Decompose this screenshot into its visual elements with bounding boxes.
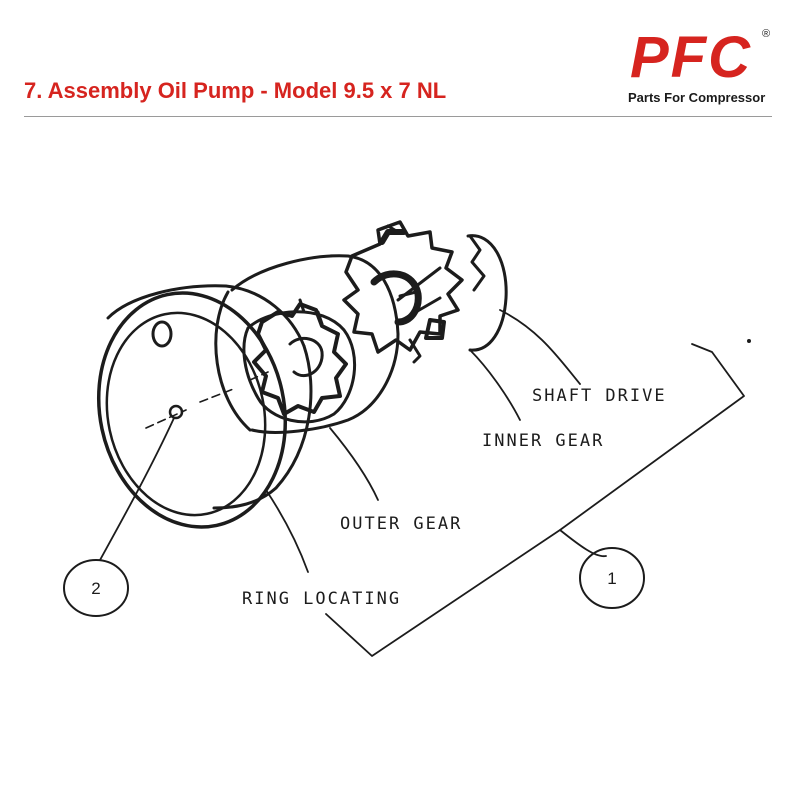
registered-mark: ® [762, 28, 771, 40]
axis-centerline [145, 371, 269, 429]
label-inner-gear: INNER GEAR [482, 431, 604, 451]
callout-number-1: 1 [607, 569, 616, 588]
callout-circle-2 [63, 559, 129, 617]
leader-inner-gear [469, 349, 521, 421]
callout-circle-1 [579, 547, 645, 609]
shaft-drive-part [396, 234, 508, 352]
leader-callout-2 [99, 417, 175, 561]
label-ring-locating: RING LOCATING [242, 589, 401, 609]
page-title: 7. Assembly Oil Pump - Model 9.5 x 7 NL [24, 78, 447, 103]
leader-callout-1 [559, 529, 607, 558]
label-shaft-drive: SHAFT DRIVE [532, 386, 667, 406]
logo-letters: PFC [630, 25, 752, 90]
stray-dot [747, 339, 751, 343]
pfc-logo: PFC ® Parts For Compressor [620, 26, 780, 110]
leader-ring-locating [265, 489, 309, 573]
leader-outer-gear [329, 427, 379, 501]
label-outer-gear: OUTER GEAR [340, 514, 462, 534]
logo-tagline: Parts For Compressor [628, 90, 766, 105]
bracket-callout-1 [325, 343, 745, 657]
ring-locating-part [96, 284, 313, 529]
inner-gear-part [342, 220, 464, 364]
callout-number-2: 2 [91, 579, 100, 598]
leader-shaft-drive [499, 309, 581, 385]
header-divider [24, 116, 772, 117]
